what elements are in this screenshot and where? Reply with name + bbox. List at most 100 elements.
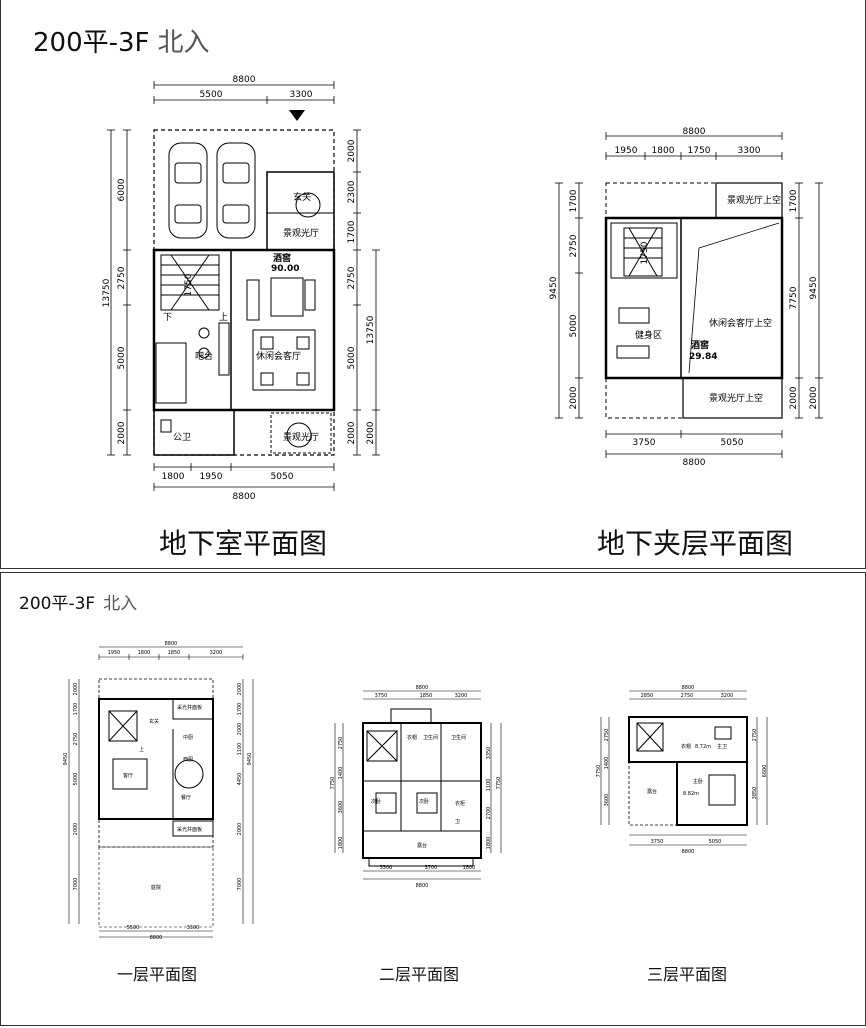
f2-dim-left-3: 1800 bbox=[338, 837, 344, 850]
f3-room-terrace: 露台 bbox=[647, 788, 657, 795]
bottom-panel: 200平-3F 北入 8800 1950 bbox=[0, 572, 866, 1026]
basement-dim-right-b: 2300 bbox=[347, 180, 357, 203]
basement-stair-up: 上 bbox=[219, 312, 228, 323]
basement-dim-bottom-c: 5050 bbox=[271, 472, 294, 482]
basement-room-wc: 公卫 bbox=[173, 432, 191, 443]
f1-dim-right-4: 4450 bbox=[237, 773, 243, 786]
basement-dim-right-g: 2000 bbox=[366, 421, 376, 444]
mezz-dim-left-a: 1700 bbox=[569, 189, 579, 212]
f2-dim-right-total: 7750 bbox=[496, 777, 502, 790]
f1-room-garden: 庭院 bbox=[151, 884, 161, 891]
f2-room-bath3: 卫 bbox=[455, 819, 460, 825]
f1-room-entry: 玄关 bbox=[149, 718, 159, 725]
f1-dim-right-total: 9450 bbox=[247, 753, 253, 766]
mezz-dim-top-b: 1800 bbox=[652, 146, 675, 156]
basement-room-bar: 吧台 bbox=[195, 350, 213, 362]
f1-dim-top-3: 3200 bbox=[210, 650, 223, 656]
f2-dim-right-0: 3350 bbox=[486, 747, 492, 760]
f2-room-bath1: 卫生间 bbox=[423, 734, 438, 741]
f1-room-void-top: 采光井面板 bbox=[177, 704, 202, 711]
basement-room-wine: 酒窖 bbox=[273, 252, 291, 264]
f2-dim-bottom-0: 3300 bbox=[380, 865, 393, 871]
f1-dim-left-0: 2000 bbox=[73, 683, 79, 696]
f2-dim-bottom-2: 1800 bbox=[463, 865, 476, 871]
basement-dim-left-a: 6000 bbox=[117, 178, 127, 201]
mezz-dim-top-total: 8800 bbox=[683, 127, 706, 137]
f1-dim-top-0: 1950 bbox=[108, 650, 121, 656]
f3-dim-left-0: 2750 bbox=[604, 729, 610, 742]
basement-dim-left-b: 2750 bbox=[117, 266, 127, 289]
basement-caption: 地下室平面图 bbox=[158, 527, 328, 560]
f1-dim-right-2: 2000 bbox=[237, 723, 243, 736]
f3-dim-right-0: 2750 bbox=[752, 729, 758, 742]
f3-dim-top-2: 3200 bbox=[721, 693, 734, 699]
mezz-room-void-top: 景观光厅上空 bbox=[727, 194, 781, 206]
f1-room-dining: 餐厅 bbox=[181, 794, 191, 801]
f1-dim-top-1: 1800 bbox=[138, 650, 151, 656]
f1-dim-left-3: 5000 bbox=[73, 773, 79, 786]
basement-dim-top-total: 8800 bbox=[233, 75, 256, 85]
mezz-room-gym: 健身区 bbox=[635, 329, 662, 341]
basement-dim-left-c: 5000 bbox=[117, 346, 127, 369]
mezz-dim-top-c: 1750 bbox=[688, 146, 711, 156]
mezz-dim-right-d: 2000 bbox=[809, 386, 819, 409]
bottom-header-direction: 北入 bbox=[103, 594, 138, 614]
f1-dim-right-3: 1100 bbox=[237, 743, 243, 756]
f3-dim-bottom-0: 3750 bbox=[651, 839, 664, 845]
f1-dim-top-total: 8800 bbox=[165, 641, 178, 647]
bottom-header-title: 200平-3F bbox=[19, 594, 96, 614]
f1-stair-up: 上 bbox=[139, 746, 144, 753]
f2-dim-top-0: 3750 bbox=[375, 693, 388, 699]
f3-room-master-bath: 主卫 bbox=[717, 743, 727, 750]
basement-dim-right-d: 2750 bbox=[347, 266, 357, 289]
f3-dim-left-total: 7750 bbox=[596, 765, 602, 778]
basement-room-lightwell: 景观光厅 bbox=[283, 227, 319, 239]
f2-room-terrace: 露台 bbox=[417, 842, 427, 849]
mezz-room-wine: 酒窖 bbox=[691, 339, 709, 351]
f2-dim-top-1: 1850 bbox=[420, 693, 433, 699]
basement-dim-right-a: 2000 bbox=[347, 139, 357, 162]
f3-dim-bottom-total: 8800 bbox=[682, 849, 695, 855]
f2-dim-left-1: 1400 bbox=[338, 767, 344, 780]
mezzanine-plan: 8800 1950 1800 1750 3300 3750 5050 8800 … bbox=[549, 127, 823, 468]
f2-dim-right-1: 1100 bbox=[486, 779, 492, 792]
mezz-dim-left-d: 2000 bbox=[569, 386, 579, 409]
f2-dim-right-3: 1800 bbox=[486, 837, 492, 850]
f3-dim-bottom-1: 5050 bbox=[709, 839, 722, 845]
basement-room-lounge: 休闲会客厅 bbox=[256, 350, 301, 362]
mezz-dim-right-c: 2000 bbox=[789, 386, 799, 409]
basement-dim-bottom-b: 1950 bbox=[200, 472, 223, 482]
f3-dim-right-1: 3850 bbox=[752, 787, 758, 800]
f3-dim-left-1: 1400 bbox=[604, 757, 610, 770]
f3-caption: 三层平面图 bbox=[646, 965, 728, 984]
mezz-room-lounge-void: 休闲会客厅上空 bbox=[709, 317, 772, 329]
f1-dim-right-0: 2000 bbox=[237, 683, 243, 696]
top-header-direction: 北入 bbox=[157, 28, 210, 58]
basement-dim-right-c: 1700 bbox=[347, 220, 357, 243]
f1-dim-bottom-0: 5500 bbox=[127, 925, 140, 931]
f1-dim-top-2: 1850 bbox=[168, 650, 181, 656]
f2-dim-bottom-total: 8800 bbox=[416, 883, 429, 889]
mezz-room-void-bottom: 景观光厅上空 bbox=[709, 392, 763, 404]
basement-dim-right-e: 5000 bbox=[347, 346, 357, 369]
f1-room-kitchen: 中厨 bbox=[183, 734, 193, 741]
basement-dim-bottom-a: 1800 bbox=[162, 472, 185, 482]
mezz-dim-left-total: 9450 bbox=[549, 276, 559, 299]
f1-dim-right-5: 2000 bbox=[237, 823, 243, 836]
f2-dim-top-2: 3200 bbox=[455, 693, 468, 699]
f1-dim-left-4: 2000 bbox=[73, 823, 79, 836]
mezz-dim-top-d: 3300 bbox=[738, 146, 761, 156]
mezz-dim-left-b: 2750 bbox=[569, 234, 579, 257]
basement-stair-down: 下 bbox=[163, 313, 172, 323]
f3-dim-top-1: 2750 bbox=[681, 693, 694, 699]
f1-room-void-bottom: 采光井面板 bbox=[177, 826, 202, 833]
third-floor-plan: 8800 2850 2750 3200 3750 5050 8800 7750 … bbox=[596, 685, 768, 855]
mezz-dim-right-a: 1700 bbox=[789, 189, 799, 212]
basement-plan: 8800 5500 3300 1800 1950 5050 8800 13750… bbox=[102, 75, 380, 502]
basement-room-lightwell-bottom: 景观光厅 bbox=[283, 431, 319, 443]
basement-dim-right-f: 2000 bbox=[347, 421, 357, 444]
f3-dim-left-2: 3600 bbox=[604, 794, 610, 807]
first-floor-plan: 8800 1950 1800 1850 3200 5500 3300 8800 … bbox=[63, 641, 254, 941]
f1-dim-bottom-total: 8800 bbox=[150, 935, 163, 941]
